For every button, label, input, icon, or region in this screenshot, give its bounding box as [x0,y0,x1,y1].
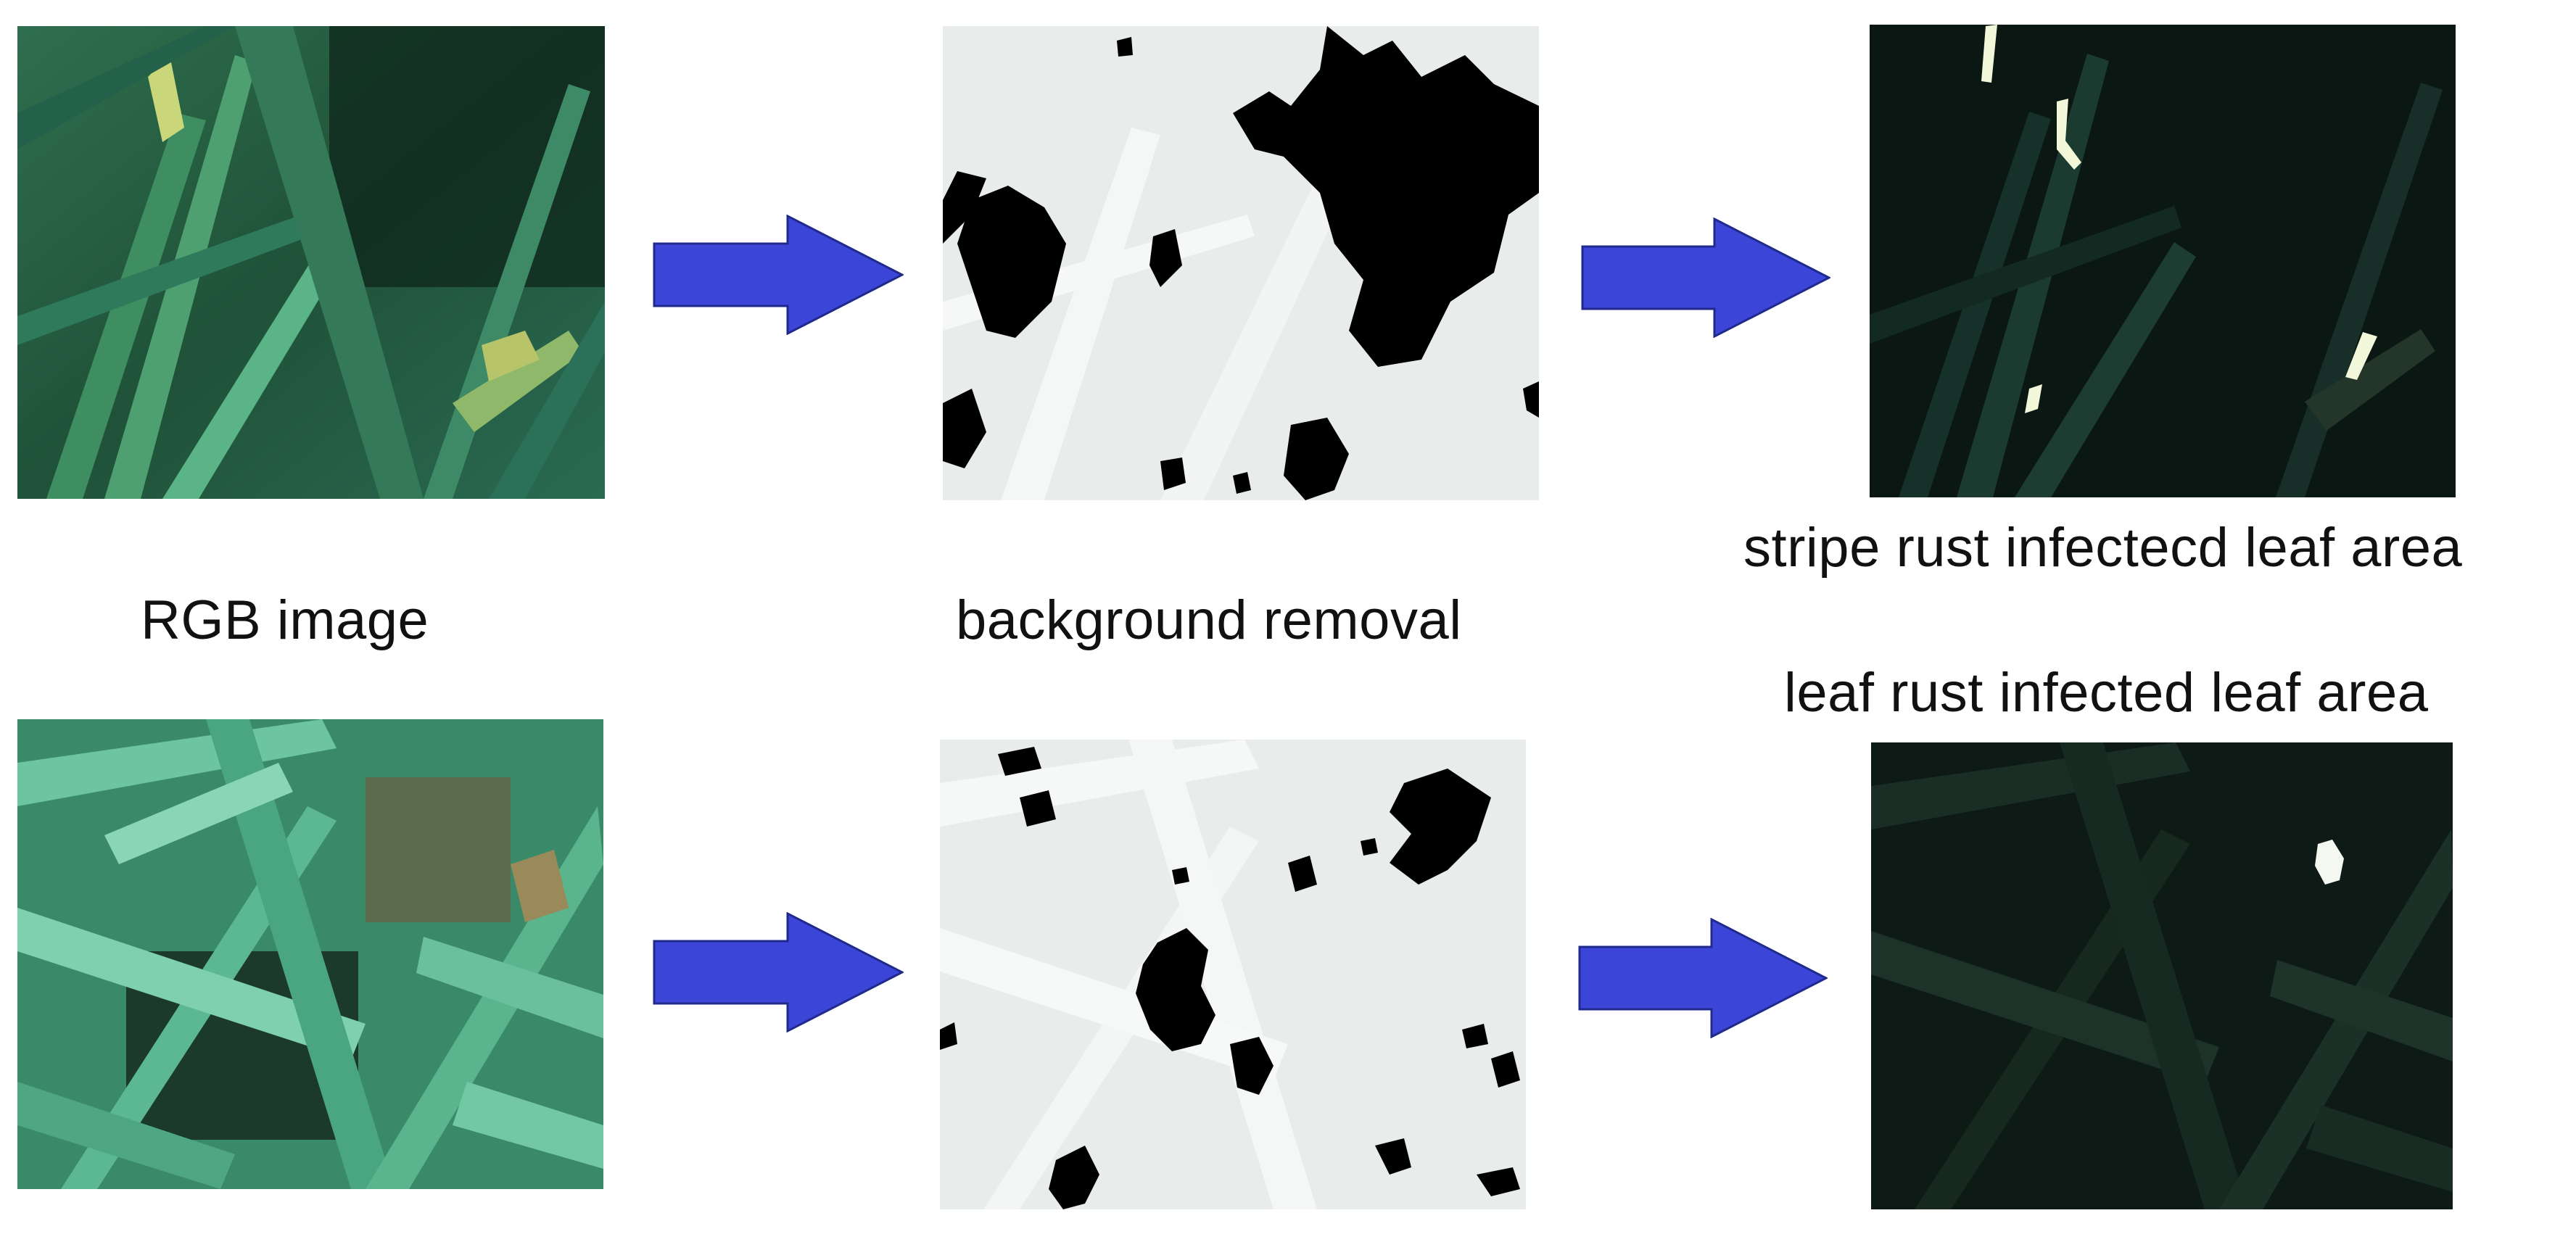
right-arrow-icon [653,912,904,1032]
stripe-rust-result-image [1870,25,2456,497]
right-arrow-icon [1578,918,1828,1038]
leaf-rust-label: leaf rust infected leaf area [1784,662,2429,724]
rgb-image-label: RGB image [141,589,429,651]
right-arrow-icon [1581,218,1830,338]
stripe-rust-label: stripe rust infectecd leaf area [1743,517,2463,579]
rgb-image-bottom [17,719,603,1189]
background-removal-label: background removal [956,589,1462,651]
background-removal-mask-top [943,26,1539,500]
leaf-rust-result-image [1871,742,2453,1209]
right-arrow-icon [653,215,904,335]
rgb-image-top [17,26,605,499]
background-removal-mask-bottom [940,740,1526,1209]
